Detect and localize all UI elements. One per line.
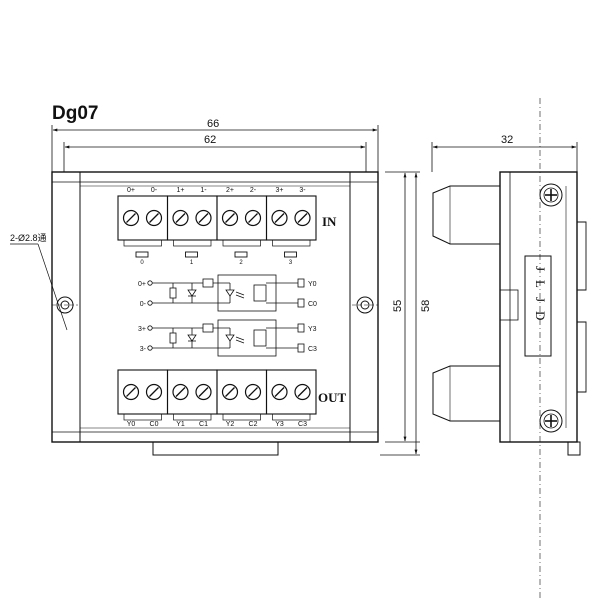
output-terminal-group	[265, 369, 317, 415]
output-screw-terminal	[172, 383, 189, 401]
output-screw-terminal	[122, 383, 140, 401]
input-screw-terminal	[244, 209, 262, 227]
status-led-number: 2	[239, 260, 243, 266]
circuit-output-y-label: Y0	[308, 281, 317, 288]
input-terminal-label: 3-	[299, 187, 306, 194]
input-terminal-block: 0+ 0- 1+ 1- 2+ 2- 3+ 3- 0 1 2 3	[117, 187, 317, 266]
mounting-hole-left	[52, 296, 78, 314]
hole-spec-leader	[10, 243, 68, 331]
output-terminal-label: Y1	[176, 421, 185, 428]
input-screw-terminal	[122, 209, 140, 227]
status-led-indicator	[185, 251, 198, 258]
module-front-view	[51, 171, 379, 456]
output-terminal-base	[173, 413, 212, 421]
circuit-input-plus-label: 3+	[138, 326, 146, 333]
status-led-indicator	[284, 251, 297, 258]
input-block-label: IN	[322, 214, 337, 229]
output-terminal-base	[123, 413, 162, 421]
output-screw-terminal	[145, 383, 163, 401]
output-screw-terminal	[195, 383, 212, 401]
circuit-input-plus-label: 0+	[138, 281, 146, 288]
input-screw-terminal	[271, 209, 288, 227]
input-terminal-label: 0-	[151, 187, 158, 194]
side-screw-top	[539, 183, 563, 207]
hole-spec-label: 2-Ø2.8通	[10, 233, 47, 243]
output-terminal-label: C0	[150, 421, 159, 428]
circuit-input-minus-label: 3-	[140, 346, 147, 353]
series-resistor	[202, 278, 214, 288]
input-terminal-base	[222, 239, 261, 247]
series-resistor	[202, 323, 214, 333]
output-terminal-label: Y0	[127, 421, 136, 428]
width-dimensions	[51, 125, 379, 172]
optocoupler-package	[217, 274, 277, 312]
output-terminal-label: C1	[199, 421, 208, 428]
output-screw-terminal	[244, 383, 262, 401]
output-terminal-label: Y3	[275, 421, 284, 428]
circuit-output-c-label: C0	[308, 301, 317, 308]
output-screw-terminal	[271, 383, 288, 401]
output-terminal-block: Y0 C0 Y1 C1 Y2 C2 Y3 C3	[117, 369, 317, 428]
input-terminal-base	[272, 239, 311, 247]
input-terminal-base	[173, 239, 212, 247]
input-terminal-label: 2-	[250, 187, 257, 194]
optocoupler-package	[217, 319, 277, 357]
input-screw-terminal	[221, 209, 239, 227]
dim-height-outer: 58	[420, 300, 432, 312]
input-terminal-label: 1+	[177, 187, 185, 194]
circuit-output-y-label: Y3	[308, 326, 317, 333]
input-terminal-base	[123, 239, 162, 247]
input-terminal-group	[166, 195, 218, 241]
input-screw-terminal	[294, 209, 311, 227]
output-terminal-group	[166, 369, 218, 415]
input-terminal-label: 1-	[200, 187, 207, 194]
circuit-input-minus-label: 0-	[140, 301, 147, 308]
output-terminal-base	[272, 413, 311, 421]
input-screw-terminal	[195, 209, 212, 227]
opto-channel-circuit	[147, 319, 305, 357]
input-terminal-group	[216, 195, 268, 241]
status-led-indicator	[234, 251, 248, 258]
input-terminal-label: 0+	[127, 187, 135, 194]
output-terminal-label: Y2	[226, 421, 235, 428]
side-screw-bottom	[539, 409, 563, 433]
side-brand-label: JLJD	[533, 266, 548, 329]
output-terminal-label: C3	[298, 421, 307, 428]
output-terminal-base	[222, 413, 261, 421]
dim-height-inner: 55	[392, 300, 404, 312]
side-view-dimensions	[431, 142, 578, 172]
output-screw-terminal	[294, 383, 311, 401]
module-side-view	[432, 171, 587, 456]
input-terminal-label: 2+	[226, 187, 234, 194]
output-terminal-group	[216, 369, 268, 415]
input-terminal-group	[265, 195, 317, 241]
input-screw-terminal	[145, 209, 163, 227]
output-terminal-group	[117, 369, 169, 415]
input-screw-terminal	[172, 209, 189, 227]
input-terminal-label: 3+	[276, 187, 284, 194]
status-led-indicator	[135, 251, 149, 258]
height-dimensions	[380, 171, 420, 456]
dim-mount-width: 62	[204, 134, 216, 146]
output-block-label: OUT	[318, 390, 347, 405]
output-terminal-label: C2	[249, 421, 258, 428]
dim-overall-width: 66	[207, 118, 219, 130]
mounting-hole-right	[352, 296, 378, 314]
opto-channel-circuit	[147, 274, 305, 312]
drawing-title: Dg07	[52, 103, 98, 124]
status-led-number: 1	[190, 260, 194, 266]
status-led-number: 3	[289, 260, 293, 266]
dim-depth: 32	[501, 134, 513, 146]
output-screw-terminal	[221, 383, 239, 401]
input-terminal-group	[117, 195, 169, 241]
status-led-number: 0	[140, 260, 144, 266]
circuit-output-c-label: C3	[308, 346, 317, 353]
